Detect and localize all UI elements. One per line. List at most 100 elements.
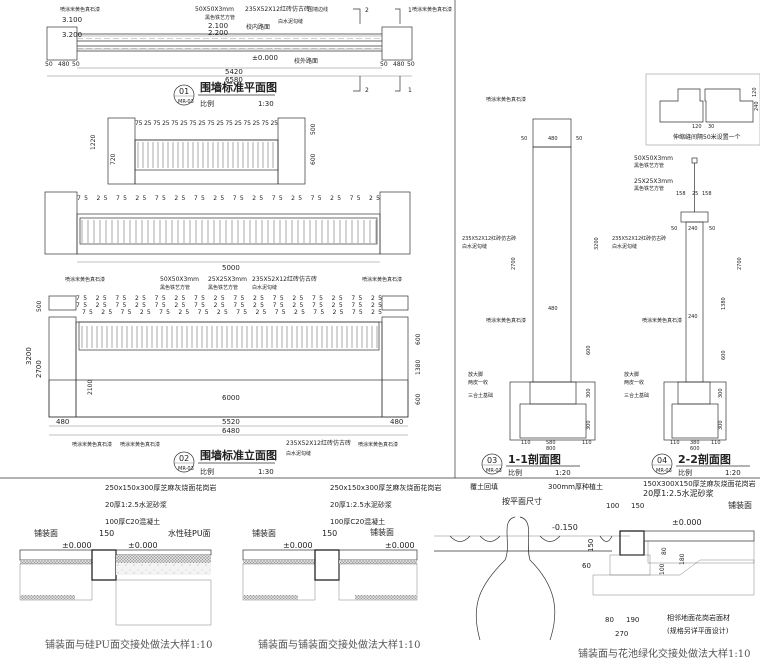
plan-title-block: 01 MR-03 围墙标准平面图 比例 1:30 (173, 80, 277, 108)
elevation-small: 75 25 75 25 75 25 75 25 75 25 75 25 75 2… (90, 117, 317, 185)
plan-view: 喷涂米黄色真石漆 50X50X3mm 黑色铁艺方管 235X52X12红砖仿古砖… (45, 5, 452, 108)
plan-label: 喷涂米黄色真石漆 (60, 6, 100, 13)
section-mark: 1 (408, 87, 412, 94)
svg-text:300mm厚种植土: 300mm厚种植土 (548, 482, 603, 491)
svg-text:铺装面: 铺装面 (34, 528, 58, 538)
svg-text:75 25 75 25 75 25 75 25 75 25: 75 25 75 25 75 25 75 25 75 25 75 25 75 2… (76, 295, 382, 302)
svg-text:铺装面: 铺装面 (252, 528, 276, 538)
svg-text:黑色铁艺方管: 黑色铁艺方管 (634, 162, 664, 169)
level-mark: 3.200 (62, 31, 82, 39)
svg-text:120: 120 (752, 87, 758, 97)
svg-text:MR-03: MR-03 (178, 466, 194, 472)
svg-text:20厚1:2.5水泥砂浆: 20厚1:2.5水泥砂浆 (330, 500, 392, 509)
svg-text:±0.000: ±0.000 (672, 518, 702, 527)
dim: 50 (72, 61, 80, 68)
svg-text:50X50X3mm: 50X50X3mm (160, 276, 199, 283)
section-2-2: 50X50X3mm 黑色铁艺方管 25X25X3mm 黑色铁艺方管 235X52… (612, 155, 750, 477)
detail-paving-paving: 250x150x300厚芝麻灰烧面花岗岩 20厚1:2.5水泥砂浆 100厚C2… (242, 483, 441, 651)
svg-text:白水泥勾缝: 白水泥勾缝 (462, 243, 487, 250)
svg-text:75 25 75 25 75 25 75 25 75 25: 75 25 75 25 75 25 75 25 75 25 75 25 75 2… (82, 309, 382, 316)
dim: 50 (45, 61, 53, 68)
svg-text:伸缩缝间隔50米设置一个: 伸缩缝间隔50米设置一个 (673, 133, 741, 141)
svg-text:250x150x300厚芝麻灰烧面花岗岩: 250x150x300厚芝麻灰烧面花岗岩 (330, 483, 441, 492)
elevation-main: 75 25 75 25 75 25 75 25 75 25 75 25 75 2… (25, 275, 422, 476)
plan-label: 围墙边线 (308, 6, 328, 13)
svg-text:6480: 6480 (222, 427, 240, 435)
svg-text:480: 480 (390, 418, 403, 426)
detail-caption: 铺装面与花池绿化交接处做法大样1:10 (578, 647, 750, 660)
plan-label: 235X52X12红砖仿古砖 (245, 5, 310, 13)
dim: 480 (58, 61, 70, 68)
svg-text:5520: 5520 (222, 418, 240, 426)
svg-text:3200: 3200 (25, 347, 33, 365)
detail-caption: 铺装面与硅PU面交接处做法大样1:10 (45, 638, 212, 651)
plan-label: 50X50X3mm (195, 6, 234, 13)
svg-text:MR-03: MR-03 (656, 468, 672, 474)
svg-text:100: 100 (659, 563, 666, 575)
svg-text:235X52X12红砖仿古砖: 235X52X12红砖仿古砖 (252, 275, 317, 283)
svg-text:MR-03: MR-03 (178, 99, 194, 105)
svg-text:喷涂米黄色真石漆: 喷涂米黄色真石漆 (65, 276, 105, 283)
svg-text:三合土基础: 三合土基础 (624, 392, 649, 399)
svg-text:MR-03: MR-03 (486, 468, 502, 474)
svg-text:喷涂米黄色真石漆: 喷涂米黄色真石漆 (642, 317, 682, 324)
svg-text:白水泥勾缝: 白水泥勾缝 (252, 284, 277, 291)
expansion-joint-detail: 120 30 240 120 伸缩缝间隔50米设置一个 (645, 73, 760, 146)
svg-text:黑色铁艺方管: 黑色铁艺方管 (160, 284, 190, 291)
svg-text:300: 300 (718, 388, 724, 398)
svg-text:1:20: 1:20 (555, 469, 571, 477)
svg-text:20厚1:2.5水泥砂浆: 20厚1:2.5水泥砂浆 (643, 488, 714, 498)
svg-text:相邻地面花岗岩面材: 相邻地面花岗岩面材 (667, 613, 730, 622)
detail-paving-pu: 250x150x300厚芝麻灰烧面花岗岩 20厚1:2.5水泥砂浆 100厚C2… (19, 483, 216, 651)
svg-text:235X52X12红砖仿古砖: 235X52X12红砖仿古砖 (462, 235, 516, 242)
svg-text:三合土基础: 三合土基础 (468, 392, 493, 399)
svg-text:覆土回填: 覆土回填 (470, 482, 498, 491)
level-mark: 2.100 (208, 22, 228, 30)
svg-text:240: 240 (688, 314, 698, 320)
plan-label: 黑色铁艺方管 (205, 14, 235, 21)
svg-text:150X300X150厚芝麻灰烧面花岗岩: 150X300X150厚芝麻灰烧面花岗岩 (643, 479, 756, 488)
svg-text:喷涂米黄色真石漆: 喷涂米黄色真石漆 (358, 441, 398, 448)
svg-text:1220: 1220 (90, 135, 97, 150)
svg-text:600: 600 (586, 345, 592, 355)
svg-text:01: 01 (179, 87, 189, 96)
svg-text:5000: 5000 (222, 264, 240, 272)
svg-text:158: 158 (676, 191, 686, 197)
elevation-title-block: 02 MR-03 围墙标准立面图 比例 1:30 (173, 448, 277, 476)
svg-text:25X25X3mm: 25X25X3mm (634, 178, 673, 185)
svg-text:03: 03 (487, 456, 497, 465)
svg-text:158: 158 (702, 191, 712, 197)
svg-text:235X52X12红砖仿古砖: 235X52X12红砖仿古砖 (286, 439, 351, 447)
dim: 5420 (225, 68, 243, 76)
svg-text:100厚C20混凝土: 100厚C20混凝土 (330, 517, 385, 526)
svg-text:两皮一收: 两皮一收 (468, 379, 488, 386)
svg-text:110: 110 (582, 440, 592, 446)
svg-text:±0.000: ±0.000 (283, 541, 313, 550)
svg-text:180: 180 (679, 553, 686, 565)
svg-text:比例: 比例 (508, 468, 522, 477)
svg-text:110: 110 (521, 440, 531, 446)
svg-text:2700: 2700 (35, 360, 43, 378)
plan-post-left (46, 26, 78, 61)
svg-text:50: 50 (671, 226, 677, 232)
svg-text:±0.000: ±0.000 (62, 541, 92, 550)
svg-text:600: 600 (721, 350, 727, 360)
detail-caption: 铺装面与铺装面交接处做法大样1:10 (258, 638, 420, 651)
svg-text:150: 150 (99, 529, 114, 538)
section-mark: 1 (408, 7, 412, 14)
svg-text:水性硅PU面: 水性硅PU面 (168, 528, 211, 538)
svg-text:1380: 1380 (415, 360, 422, 375)
plan-label: 校外路面 (294, 57, 318, 65)
svg-text:300: 300 (586, 420, 592, 430)
svg-text:±0.000: ±0.000 (385, 541, 415, 550)
svg-text:喷涂米黄色真石漆: 喷涂米黄色真石漆 (120, 441, 160, 448)
svg-text:比例: 比例 (200, 467, 214, 476)
svg-text:150: 150 (631, 502, 644, 510)
plan-post-right (381, 26, 413, 61)
svg-text:120: 120 (692, 124, 702, 130)
svg-text:喷涂米黄色真石漆: 喷涂米黄色真石漆 (362, 276, 402, 283)
svg-text:270: 270 (615, 630, 628, 638)
plan-label: 喷涂米黄色真石漆 (412, 6, 452, 13)
level-mark: 3.100 (62, 16, 82, 24)
